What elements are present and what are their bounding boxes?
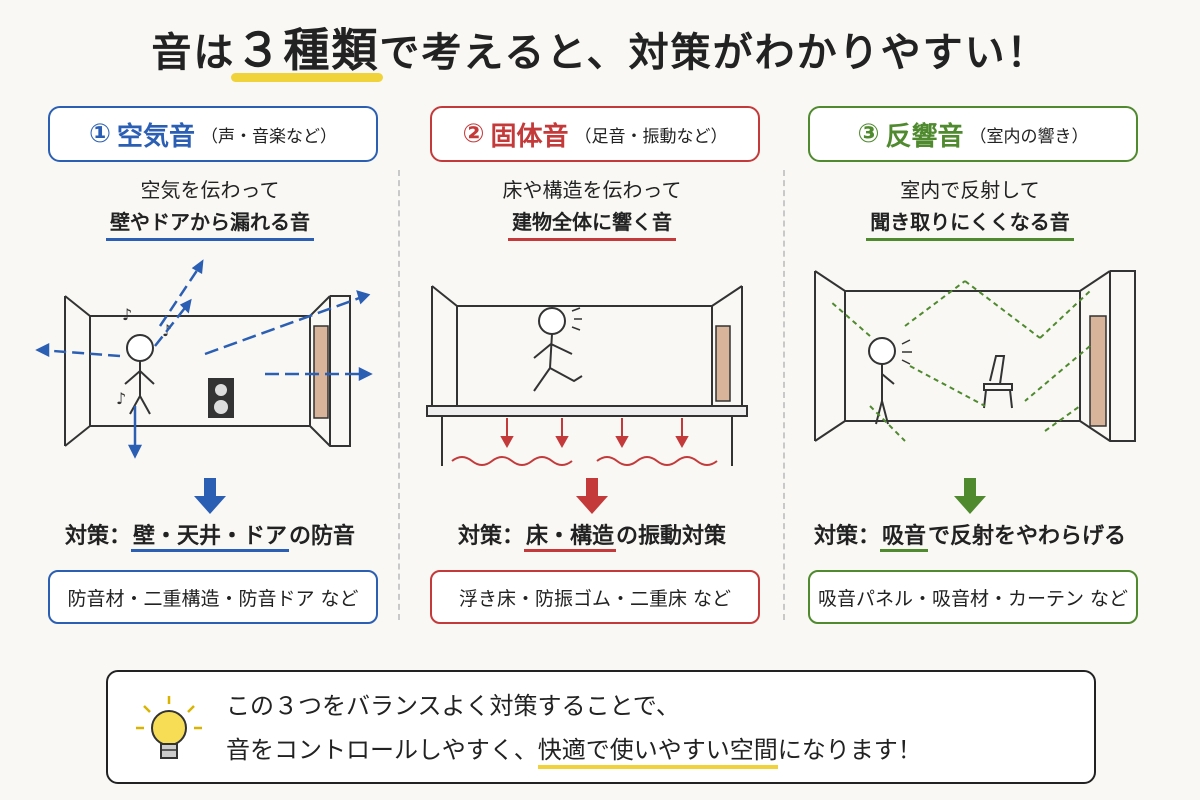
- measure-target: 吸音: [879, 524, 928, 552]
- heading-name: 空気音: [117, 121, 196, 152]
- reverberation-column: ③ 反響音 （室内の響き） 室内で反射して 聞き取りにくくなる音 対策：吸音で反…: [790, 96, 1150, 636]
- arrow-down-icon: [954, 478, 986, 514]
- arrow-down-icon: [194, 478, 226, 514]
- airborne-description: 空気を伝わって 壁やドアから漏れる音: [30, 174, 390, 241]
- structure-borne-examples: 浮き床・防振ゴム・二重床 など: [430, 570, 760, 624]
- airborne-examples: 防音材・二重構造・防音ドア など: [48, 570, 378, 624]
- airborne-countermeasure: 対策：壁・天井・ドアの防音: [30, 518, 390, 552]
- heading-name: 反響音: [885, 121, 964, 152]
- column-divider: [398, 170, 400, 620]
- measure-target: 壁・天井・ドア: [130, 524, 289, 552]
- floor-slab: [426, 405, 748, 417]
- summary-highlight: 快適で使いやすい空間: [537, 736, 778, 769]
- structure-borne-heading: ② 固体音 （足音・振動など）: [430, 106, 760, 162]
- summary-line1: この３つをバランスよく対策することで、: [226, 692, 680, 720]
- column-divider: [783, 170, 785, 620]
- summary-line2: 音をコントロールしやすく、快適で使いやすい空間になります！: [226, 730, 922, 770]
- measure-suffix: で反射をやわらげる: [928, 524, 1127, 549]
- desc-line1: 空気を伝わって: [140, 178, 280, 202]
- title-highlight: ３種類: [231, 14, 384, 82]
- measure-prefix: 対策：: [457, 524, 524, 549]
- heading-name: 固体音: [490, 121, 569, 152]
- chair-icon: [983, 355, 1013, 409]
- airborne-sound-column: ① 空気音 （声・音楽など） 空気を伝わって 壁やドアから漏れる音 ♪♪♪: [30, 96, 390, 636]
- title-post: で考えると、対策がわかりやすい！: [379, 30, 1049, 76]
- structure-borne-column: ② 固体音 （足音・振動など） 床や構造を伝わって 建物全体に響く音: [412, 96, 772, 636]
- structure-borne-illustration: [426, 285, 748, 466]
- measure-prefix: 対策：: [813, 524, 880, 549]
- title-pre: 音は: [151, 30, 236, 76]
- measure-suffix: の防音: [289, 524, 356, 549]
- summary-line2-pre: 音をコントロールしやすく、: [226, 736, 538, 764]
- desc-line2: 壁やドアから漏れる音: [106, 206, 314, 241]
- desc-line1: 室内で反射して: [900, 178, 1040, 202]
- structure-borne-description: 床や構造を伝わって 建物全体に響く音: [412, 174, 772, 241]
- heading-number: ③: [857, 119, 880, 149]
- door-icon: [715, 325, 731, 402]
- airborne-illustration: ♪♪♪: [35, 259, 373, 459]
- measure-prefix: 対策：: [64, 524, 131, 549]
- desc-line1: 床や構造を伝わって: [502, 178, 682, 202]
- reflection-arrows: [829, 280, 1091, 442]
- measure-target: 床・構造: [523, 524, 616, 552]
- desc-line2: 建物全体に響く音: [508, 206, 676, 241]
- heading-sub: （足音・振動など）: [574, 126, 728, 147]
- svg-text:♪: ♪: [116, 389, 126, 408]
- reverberation-description: 室内で反射して 聞き取りにくくなる音: [790, 174, 1150, 241]
- page-title: 音は３種類で考えると、対策がわかりやすい！: [0, 14, 1200, 82]
- door-icon: [313, 325, 329, 419]
- lightbulb-icon: [136, 696, 202, 759]
- heading-number: ②: [462, 119, 485, 149]
- heading-number: ①: [88, 119, 111, 149]
- reverberation-heading: ③ 反響音 （室内の響き）: [808, 106, 1138, 162]
- arrow-down-icon: [576, 478, 608, 514]
- heading-sub: （室内の響き）: [969, 126, 1089, 147]
- door-icon: [1089, 315, 1107, 427]
- desc-line2: 聞き取りにくくなる音: [866, 206, 1074, 241]
- person-figure: [124, 334, 155, 415]
- person-figure: [868, 337, 912, 425]
- summary-box: この３つをバランスよく対策することで、 音をコントロールしやすく、快適で使いやす…: [106, 670, 1096, 784]
- vibration-waves: [451, 456, 718, 466]
- reverberation-illustration: [814, 270, 1136, 442]
- reverberation-countermeasure: 対策：吸音で反射をやわらげる: [790, 518, 1150, 552]
- reverberation-examples: 吸音パネル・吸音材・カーテン など: [808, 570, 1138, 624]
- walking-person-figure: [533, 307, 583, 392]
- airborne-sound-heading: ① 空気音 （声・音楽など）: [48, 106, 378, 162]
- speaker-icon: [208, 378, 234, 418]
- svg-text:♪: ♪: [122, 305, 132, 324]
- structure-borne-countermeasure: 対策：床・構造の振動対策: [412, 518, 772, 552]
- summary-line2-post: になります！: [777, 736, 922, 764]
- heading-sub: （声・音楽など）: [201, 126, 338, 147]
- measure-suffix: の振動対策: [616, 524, 727, 549]
